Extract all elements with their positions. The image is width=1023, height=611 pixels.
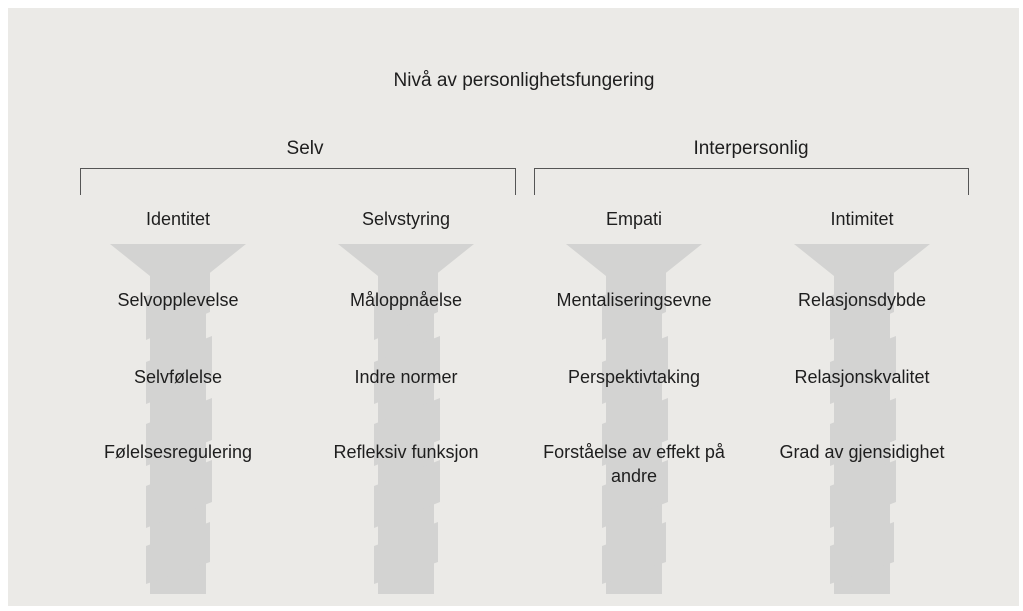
column-item: Selvopplevelse — [117, 290, 239, 310]
column-heading-identitet: Identitet — [145, 209, 211, 229]
column-item: Refleksiv funksjon — [333, 442, 479, 462]
diagram-panel: Nivå av personlighetsfungering Selv Inte… — [8, 8, 1019, 606]
column-heading-intimitet: Intimitet — [830, 209, 894, 229]
diagram-title: Nivå av personlighetsfungering — [393, 70, 655, 91]
column-item: Relasjonskvalitet — [794, 367, 930, 387]
column-item: Indre normer — [354, 367, 458, 387]
column-item: Perspektivtaking — [567, 367, 701, 387]
column-item: Mentaliseringsevne — [556, 290, 712, 310]
column-item: Grad av gjensidighet — [779, 442, 945, 462]
column-item: Selvfølelse — [133, 367, 223, 387]
screw-icon — [794, 244, 930, 594]
group-bracket-selv — [80, 168, 516, 195]
group-label-selv: Selv — [286, 138, 324, 159]
screw-icon — [338, 244, 474, 594]
column-heading-empati: Empati — [605, 209, 663, 229]
screw-icon — [110, 244, 246, 594]
screw-icon — [566, 244, 702, 594]
group-label-interpersonlig: Interpersonlig — [693, 138, 809, 159]
column-heading-selvstyring: Selvstyring — [361, 209, 451, 229]
column-item: Følelsesregulering — [103, 442, 253, 462]
group-bracket-interpersonlig — [534, 168, 969, 195]
column-item: Relasjonsdybde — [797, 290, 927, 310]
column-item: Måloppnåelse — [349, 290, 463, 310]
column-item: Forståelse av effekt på andre — [543, 442, 725, 486]
